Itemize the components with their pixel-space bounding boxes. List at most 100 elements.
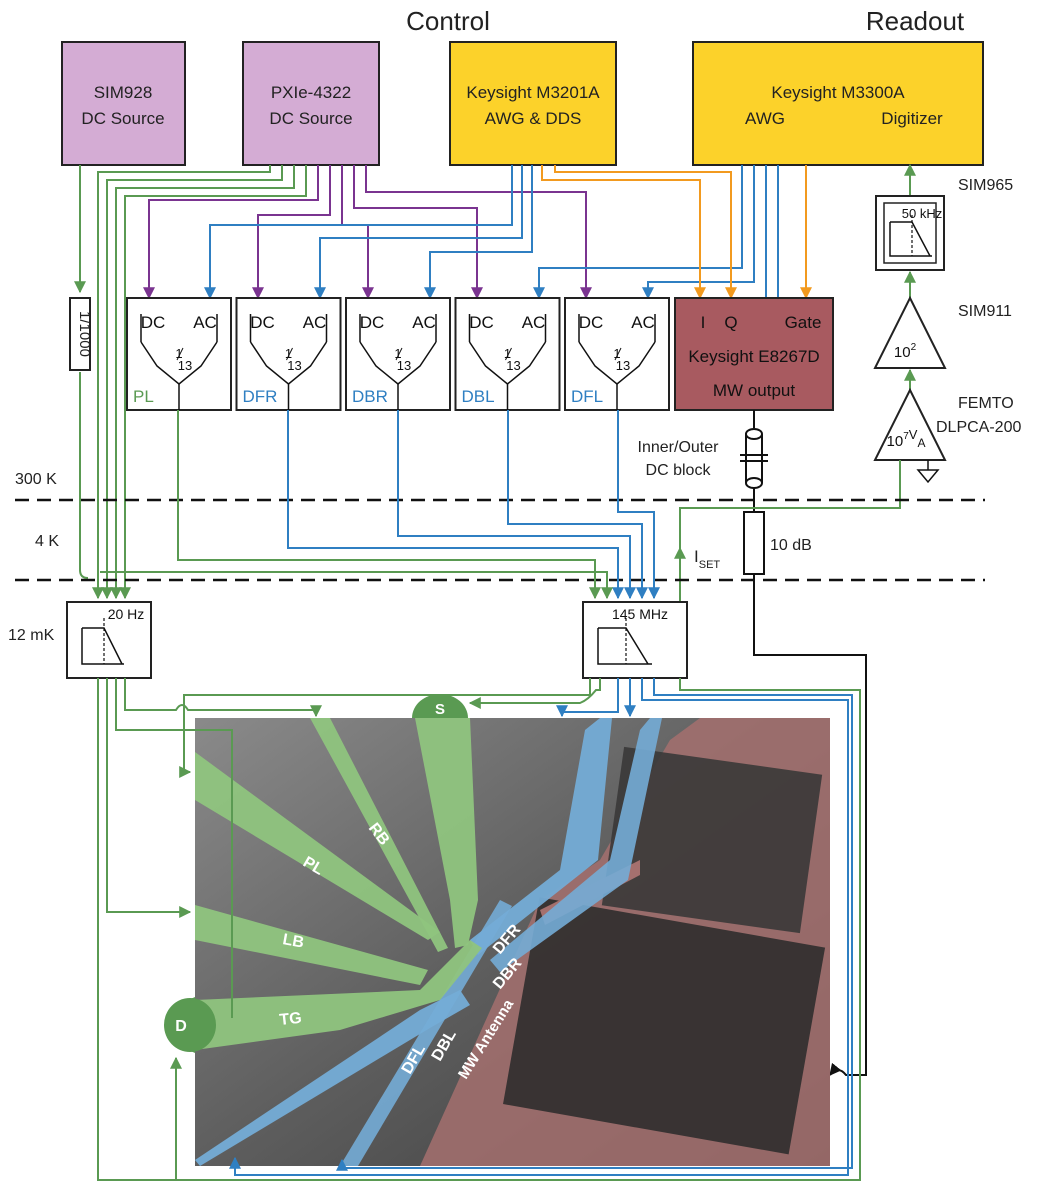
ground-icon [916, 460, 940, 484]
m3201a-name: Keysight M3201A [466, 83, 600, 102]
readout-chain: 50 kHz SIM965 102 SIM911 107VA FEMTO DLP… [674, 163, 1021, 606]
label-lb: LB [281, 931, 305, 951]
gate-dbr [490, 718, 662, 972]
readout-header: Readout [866, 6, 965, 36]
source-label: S [435, 701, 445, 718]
sim928-box: SIM928 DC Source [61, 41, 186, 166]
mw-gate-port: Gate [785, 313, 822, 332]
sim911-label: SIM911 [958, 303, 1012, 320]
temperature-stages: 300 K 4 K 12 mK [8, 471, 985, 644]
stage-300k: 300 K [15, 471, 57, 488]
combiner-dc-label: DC [360, 313, 385, 332]
e8267d-box: I Q Gate Keysight E8267D MW output [674, 297, 834, 411]
gate-s [415, 718, 478, 948]
combiner-ac-label: AC [631, 313, 655, 332]
m3300a-name: Keysight M3300A [771, 83, 905, 102]
combiner-ratio-num: 1 [175, 346, 182, 361]
filter-20hz: 20 Hz [66, 601, 152, 679]
pxie-type: DC Source [269, 109, 352, 128]
pxie-name: PXIe-4322 [271, 83, 351, 102]
mw-q-port: Q [724, 313, 737, 332]
femto-amplifier [873, 387, 947, 461]
divider-1-1000: 1/1000 [69, 297, 93, 371]
combiner-gate-label: DFL [571, 387, 603, 406]
attenuator-label: 10 dB [770, 537, 812, 554]
dc-purple-wires [143, 165, 592, 300]
combiner-ac-label: AC [522, 313, 546, 332]
device-wires [97, 678, 861, 1181]
m3300a-box: Keysight M3300A AWG Digitizer [692, 41, 984, 166]
combiner-ratio-den: 13 [287, 358, 301, 373]
dc-green-wires [74, 165, 307, 600]
sim928-name: SIM928 [94, 83, 153, 102]
sim965-cutoff: 50 kHz [902, 206, 942, 221]
filter-145mhz-label: 145 MHz [612, 606, 668, 622]
femto-label-2: DLPCA-200 [936, 419, 1021, 436]
gate-pl [195, 752, 440, 940]
combiner-ratio-num: 1 [394, 346, 401, 361]
iq-orange-wires [541, 165, 812, 300]
sim928-type: DC Source [81, 109, 164, 128]
combiner-ratio-num: 1 [285, 346, 292, 361]
device-sem-image: RB PL LB TG DFR DBR DFL DBL MW Antenna [195, 718, 830, 1166]
ac-blue-wires [204, 165, 779, 300]
pxie-4322-box: PXIe-4322 DC Source [242, 41, 380, 166]
combiner-gate-label: DFR [243, 387, 278, 406]
gate-tg [195, 940, 482, 1050]
combiner-ratio-den: 13 [397, 358, 411, 373]
mw-output-label: MW output [713, 381, 795, 400]
filter-20hz-label: 20 Hz [108, 606, 145, 622]
combiner-ac-label: AC [303, 313, 327, 332]
combiner-output-wires [100, 410, 660, 600]
divider-label: 1/1000 [76, 311, 93, 357]
label-tg: TG [279, 1010, 303, 1029]
gate-dfr [470, 718, 612, 955]
stage-4k: 4 K [35, 533, 59, 550]
sim965-label: SIM965 [958, 177, 1013, 194]
combiner-dc-label: DC [469, 313, 494, 332]
combiner-ratio-den: 13 [506, 358, 520, 373]
mw-i-port: I [701, 313, 706, 332]
combiner-ac-label: AC [193, 313, 217, 332]
mw-source-name: Keysight E8267D [688, 347, 819, 366]
gate-lb [195, 905, 428, 985]
combiner-ac-label: AC [412, 313, 436, 332]
sim911-gain: 102 [894, 342, 917, 361]
gate-dfl [195, 990, 470, 1166]
source-contact: S [412, 694, 468, 718]
gate-dbl [340, 900, 512, 1166]
combiner-gate-label: DBR [352, 387, 388, 406]
control-header: Control [406, 6, 490, 36]
gate-rb [310, 718, 448, 952]
m3300a-awg: AWG [745, 109, 785, 128]
combiner-dc-label: DC [579, 313, 604, 332]
sim911-amplifier [873, 295, 947, 369]
combiner-gate-label: DBL [462, 387, 495, 406]
combiner-dc-label: DC [250, 313, 275, 332]
femto-gain: 107VA [887, 427, 926, 450]
combiner-gate-label: PL [133, 387, 154, 406]
combiner-ratio-num: 1 [504, 346, 511, 361]
femto-label-1: FEMTO [958, 395, 1014, 412]
m3201a-type: AWG & DDS [485, 109, 582, 128]
m3201a-box: Keysight M3201A AWG & DDS [449, 41, 617, 166]
dc-block-label-2: DC block [646, 462, 712, 479]
filter-145mhz: 145 MHz [582, 601, 688, 679]
combiner-ratio-den: 13 [178, 358, 192, 373]
iset-label: ISET [694, 547, 720, 571]
drain-label: D [175, 1018, 187, 1035]
drain-contact: D [164, 997, 216, 1053]
mw-line [740, 410, 867, 1076]
combiner-dc-label: DC [141, 313, 166, 332]
stage-12mk: 12 mK [8, 627, 55, 644]
m3300a-digitizer: Digitizer [881, 109, 943, 128]
dc-block-label-1: Inner/Outer [638, 439, 720, 456]
combiner-ratio-den: 13 [616, 358, 630, 373]
